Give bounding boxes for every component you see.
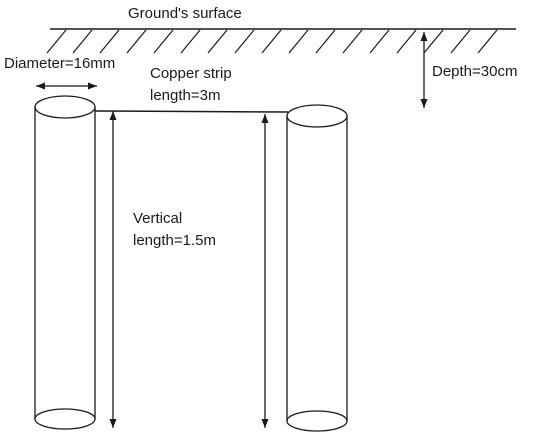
left-electrode-rod [34,95,96,430]
ground-surface-label: Ground's surface [128,5,242,22]
copper-strip-line [94,110,289,113]
copper-strip-label-line1: Copper strip [150,65,232,82]
copper-strip-label-line2: length=3m [150,87,221,104]
diameter-label: Diameter=16mm [4,55,116,72]
depth-label: Depth=30cm [432,63,518,80]
vertical-length-label-line2: length=1.5m [133,232,216,249]
vertical-length-label-line1: Vertical [133,210,183,227]
ground-hatching [46,29,498,54]
right-electrode-rod [286,104,348,432]
